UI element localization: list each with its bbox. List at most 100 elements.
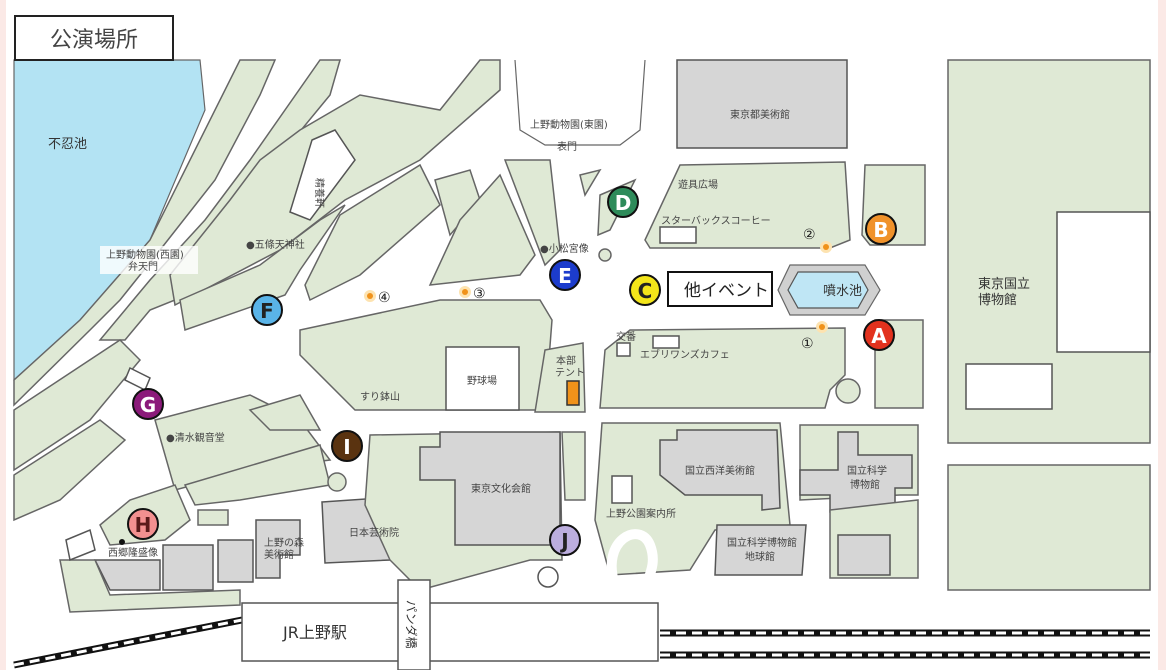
- spot-2[interactable]: ②: [803, 227, 832, 253]
- park-area: [428, 173, 536, 286]
- venue-marker-letter: C: [638, 279, 653, 303]
- venue-marker-circle: [549, 259, 581, 291]
- baseball-field: [445, 346, 520, 411]
- circle-plot: [537, 566, 559, 588]
- label-suribachi: すり鉢山: [360, 390, 400, 403]
- circle-plot: [598, 248, 612, 262]
- label-koban: 交番: [616, 330, 636, 343]
- circle-plot: [327, 472, 347, 492]
- label-panda-bridge: パンダ橋: [404, 600, 419, 649]
- venue-marker-circle: [331, 430, 363, 462]
- spot-1[interactable]: ①: [801, 321, 828, 352]
- label-western-art: 国立西洋美術館: [685, 464, 755, 477]
- koban-building: [616, 342, 631, 357]
- label-tnm-1: 東京国立: [978, 276, 1030, 292]
- label-info-center: 上野公園案内所: [606, 507, 676, 520]
- building: [837, 534, 891, 576]
- label-globe-2: 地球館: [745, 550, 775, 563]
- label-gojoten: ●五條天神社: [246, 238, 305, 251]
- svg-text:③: ③: [473, 286, 486, 302]
- national-museum-western-art: [659, 429, 781, 511]
- circle-plot: [835, 378, 861, 404]
- venue-marker-letter: H: [135, 513, 152, 537]
- label-omotemon: 表門: [557, 140, 577, 153]
- svg-text:①: ①: [801, 336, 814, 352]
- science-museum-global-gallery: [714, 524, 807, 576]
- venue-marker-circle: [549, 524, 581, 556]
- ueno-mori-museum: [255, 519, 301, 579]
- venue-marker-circle: [607, 186, 639, 218]
- venue-marker-d[interactable]: D: [607, 186, 639, 218]
- park-area: [183, 444, 331, 506]
- label-shinobazu: 不忍池: [48, 137, 87, 152]
- venue-marker-circle: [251, 294, 283, 326]
- jr-ueno-station[interactable]: [241, 602, 659, 662]
- park-area: [561, 431, 586, 501]
- label-ueno-mori-1: 上野の森: [264, 536, 304, 549]
- park-area: [179, 204, 346, 332]
- label-cafe: エブリワンズカフェ: [640, 348, 730, 361]
- venue-marker-letter: E: [558, 264, 572, 288]
- venue-marker-letter: G: [140, 393, 156, 417]
- hq-tent-icon: [566, 380, 580, 406]
- park-area: [59, 559, 241, 613]
- park-area: [248, 394, 322, 431]
- venue-marker-letter: F: [260, 299, 274, 323]
- venue-marker-letter: I: [343, 435, 350, 459]
- park-area: [13, 419, 127, 522]
- venue-marker-h[interactable]: H: [127, 508, 159, 540]
- other-event-box: [667, 271, 773, 307]
- venue-marker-c[interactable]: C: [629, 274, 661, 306]
- label-hq-tent-1: 本部: [556, 354, 576, 367]
- svg-text:②: ②: [803, 227, 816, 243]
- cafe-building: [652, 335, 680, 349]
- venue-marker-i[interactable]: I: [331, 430, 363, 462]
- stairs: [65, 528, 96, 562]
- venue-marker-e[interactable]: E: [549, 259, 581, 291]
- stairs: [124, 366, 151, 392]
- label-science-1: 国立科学: [847, 464, 887, 477]
- loop-road: [606, 529, 658, 602]
- label-seiyoken: 精養軒: [313, 178, 326, 208]
- venue-marker-b[interactable]: B: [865, 213, 897, 245]
- venue-marker-f[interactable]: F: [251, 294, 283, 326]
- tnm-building: [1056, 211, 1151, 353]
- venue-marker-letter: D: [615, 191, 632, 215]
- park-area: [947, 464, 1151, 591]
- park-area: [304, 163, 441, 302]
- tokyo-metropolitan-art-museum: [676, 59, 848, 149]
- label-zoo-east: 上野動物園(東園): [530, 118, 608, 131]
- venue-marker-letter: A: [871, 324, 887, 348]
- venue-marker-circle: [865, 213, 897, 245]
- venue-marker-a[interactable]: A: [863, 319, 895, 351]
- svg-text:④: ④: [378, 290, 391, 306]
- label-baseball: 野球場: [467, 374, 497, 387]
- spot-4[interactable]: ④: [364, 290, 391, 306]
- page-title: 公演場所: [14, 15, 174, 61]
- label-ueno-mori-2: 美術館: [264, 548, 294, 561]
- venue-marker-letter: B: [873, 218, 888, 242]
- park-area: [197, 509, 229, 526]
- venue-marker-circle: [629, 274, 661, 306]
- label-geijutsuin: 日本芸術院: [349, 526, 399, 539]
- label-tnm-2: 博物館: [978, 293, 1017, 308]
- saigo-statue-dot: [119, 539, 125, 545]
- venue-marker-g[interactable]: G: [132, 388, 164, 420]
- info-center-building: [611, 475, 633, 504]
- venue-marker-letter: J: [559, 529, 568, 553]
- label-hq-tent-2: テント: [555, 368, 585, 379]
- building: [217, 539, 254, 583]
- spot-3[interactable]: ③: [459, 286, 486, 302]
- venue-marker-circle: [127, 508, 159, 540]
- label-fountain: 噴水池: [823, 284, 862, 299]
- park-area: [503, 159, 561, 267]
- label-saigo: 西郷隆盛像: [108, 546, 158, 559]
- panda-bridge[interactable]: [397, 579, 431, 670]
- label-playground: 遊具広場: [678, 178, 718, 191]
- building: [93, 559, 161, 591]
- zoo-boundary: [514, 59, 646, 146]
- venue-marker-j[interactable]: J: [549, 524, 581, 556]
- park-area: [579, 168, 602, 197]
- label-tokyo-met-art: 東京都美術館: [730, 108, 790, 121]
